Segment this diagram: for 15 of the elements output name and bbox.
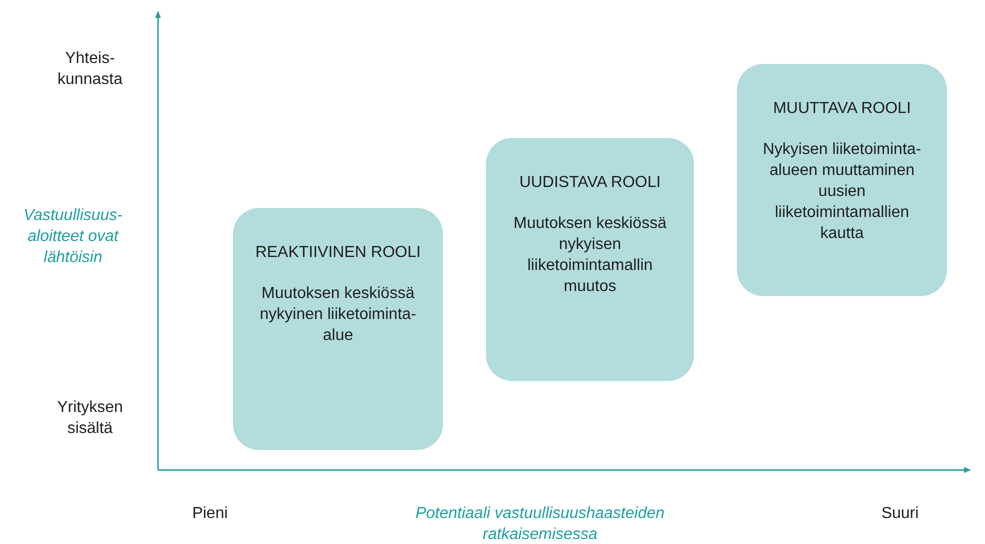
axis-tick-label: Yhteis- kunnasta: [56, 49, 124, 90]
role-title: REAKTIIVINEN ROOLI: [254, 243, 422, 263]
role-description: Muutoksen keskiössä nykyinen liiketoiminta-alue: [258, 284, 418, 346]
role-box: [233, 208, 443, 450]
axis-tick-label: Suuri: [880, 504, 920, 524]
axis-tick-label: Yrityksen sisältä: [56, 398, 124, 439]
role-box: [486, 138, 694, 381]
role-title: UUDISTAVA ROOLI: [518, 173, 662, 193]
axis-title: Vastuullisuus- aloitteet ovat lähtöisin: [22, 206, 124, 268]
axis-tick-label: Pieni: [191, 504, 229, 524]
axis-title: Potentiaali vastuullisuushaasteiden ratkaisemisessa: [414, 504, 666, 544]
role-description: Nykyisen liiketoiminta-alueen muuttaminen uusien liiketoimintamallien kautta: [762, 140, 922, 244]
role-description: Muutoksen keskiössä nykyisen liiketoimintamallin muutos: [512, 214, 668, 297]
role-box: [737, 64, 947, 296]
role-title: MUUTTAVA ROOLI: [772, 99, 912, 119]
